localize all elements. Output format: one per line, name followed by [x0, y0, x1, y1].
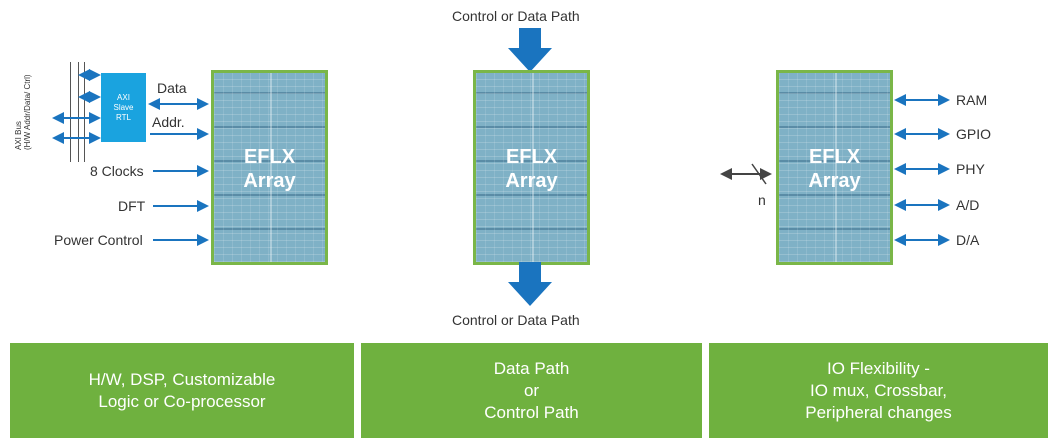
- down-arrow-icon: [508, 28, 552, 72]
- eflx-array-left: EFLX Array: [211, 70, 328, 265]
- ad-label: A/D: [956, 197, 980, 213]
- n-bus-slash: [751, 163, 767, 185]
- clocks-label: 8 Clocks: [90, 163, 144, 179]
- bottom-path-label: Control or Data Path: [452, 312, 580, 328]
- top-path-label: Control or Data Path: [452, 8, 580, 24]
- eflx-array-label: EFLX Array: [505, 146, 558, 192]
- footer-left-box: H/W, DSP, Customizable Logic or Co-proce…: [10, 343, 354, 438]
- eflx-array-label: EFLX Array: [243, 146, 296, 192]
- eflx-array-label: EFLX Array: [808, 146, 861, 192]
- data-label: Data: [157, 80, 187, 96]
- left-panel-arrows: [52, 69, 209, 246]
- dft-label: DFT: [118, 198, 146, 214]
- addr-label: Addr.: [152, 114, 185, 130]
- gpio-label: GPIO: [956, 126, 992, 142]
- phy-label: PHY: [956, 161, 985, 177]
- ram-label: RAM: [956, 92, 988, 108]
- right-panel-arrows: [720, 94, 950, 246]
- da-label: D/A: [956, 232, 980, 248]
- axi-slave-rtl-box: AXI Slave RTL: [101, 73, 146, 142]
- footer-middle-box: Data Path or Control Path: [361, 343, 702, 438]
- eflx-array-middle: EFLX Array: [473, 70, 590, 265]
- footer-right-box: IO Flexibility - IO mux, Crossbar, Perip…: [709, 343, 1048, 438]
- n-label: n: [758, 192, 766, 208]
- power-control-label: Power Control: [54, 232, 143, 248]
- eflx-array-right: EFLX Array: [776, 70, 893, 265]
- down-arrow-icon: [508, 262, 552, 306]
